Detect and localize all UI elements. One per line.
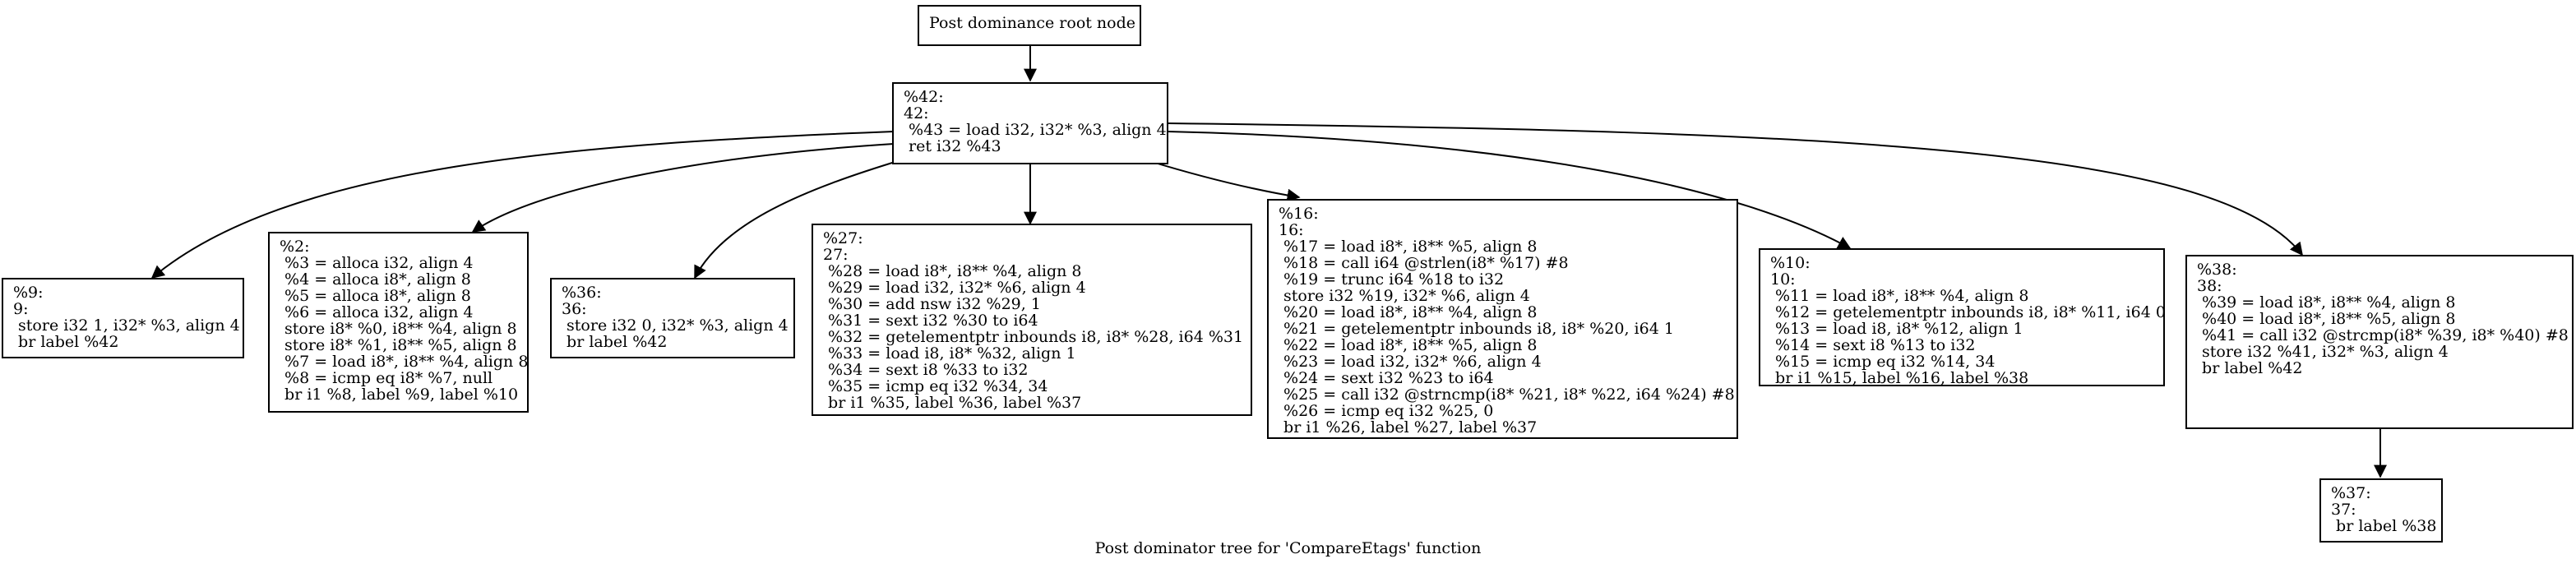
- node-line: %29 = load i32, i32* %6, align 4: [823, 279, 1086, 297]
- node-line: %24 = sext i32 %23 to i64: [1279, 369, 1494, 387]
- node-line: br label %38: [2331, 517, 2437, 535]
- node-line: %37:: [2331, 484, 2371, 502]
- node-line: %20 = load i8*, i8** %4, align 8: [1279, 303, 1538, 321]
- edge-42-to-2: [471, 143, 895, 233]
- node-line: 36:: [562, 300, 587, 318]
- node-line: %41 = call i32 @strcmp(i8* %39, i8* %40)…: [2197, 326, 2569, 344]
- node-line: 37:: [2331, 501, 2356, 519]
- node-line: %31 = sext i32 %30 to i64: [823, 312, 1038, 330]
- node-line: br i1 %26, label %27, label %37: [1279, 418, 1538, 436]
- node-line: br i1 %15, label %16, label %38: [1770, 369, 2029, 386]
- node-line: 38:: [2197, 277, 2222, 295]
- node-line: 27:: [823, 246, 849, 264]
- node-line: %16:: [1279, 205, 1319, 223]
- node-line: %43 = load i32, i32* %3, align 4: [904, 121, 1167, 139]
- node-line: store i8* %1, i8** %5, align 8: [280, 336, 517, 354]
- node-line: br i1 %35, label %36, label %37: [823, 394, 1082, 412]
- node-line: %40 = load i8*, i8** %5, align 8: [2197, 310, 2456, 328]
- node-line: %26 = icmp eq i32 %25, 0: [1279, 402, 1494, 420]
- node-10: %10:10: %11 = load i8*, i8** %4, align 8…: [1759, 248, 2165, 386]
- node-line: store i32 %19, i32* %6, align 4: [1279, 287, 1530, 305]
- node-line: %22 = load i8*, i8** %5, align 8: [1279, 336, 1538, 354]
- node-line: br label %42: [562, 333, 668, 351]
- node-line: %25 = call i32 @strncmp(i8* %21, i8* %22…: [1279, 386, 1735, 404]
- node-line: %21 = getelementptr inbounds i8, i8* %20…: [1279, 320, 1674, 338]
- node-line: %13 = load i8, i8* %12, align 1: [1770, 320, 2023, 338]
- root-node: Post dominance root node: [918, 5, 1141, 46]
- node-line: br label %42: [2197, 359, 2303, 377]
- node-line: 10:: [1770, 270, 1796, 289]
- node-line: %39 = load i8*, i8** %4, align 8: [2197, 293, 2456, 312]
- node-line: %17 = load i8*, i8** %5, align 8: [1279, 238, 1538, 256]
- node-line: ret i32 %43: [904, 137, 1001, 155]
- node-2: %2: %3 = alloca i32, align 4 %4 = alloca…: [268, 232, 529, 413]
- node-line: %32 = getelementptr inbounds i8, i8* %28…: [823, 328, 1244, 346]
- edge-42-to-10: [1167, 131, 1852, 249]
- diagram-caption: Post dominator tree for 'CompareEtags' f…: [1094, 539, 1482, 557]
- node-line: 9:: [13, 300, 29, 318]
- node-line: %15 = icmp eq i32 %14, 34: [1770, 353, 1996, 371]
- node-line: %23 = load i32, i32* %6, align 4: [1279, 353, 1542, 371]
- node-line: store i32 1, i32* %3, align 4: [13, 316, 240, 335]
- node-line: %35 = icmp eq i32 %34, 34: [823, 377, 1048, 395]
- node-line: %27:: [823, 229, 863, 247]
- node-38: %38:38: %39 = load i8*, i8** %4, align 8…: [2185, 255, 2574, 429]
- node-line: %36:: [562, 284, 602, 302]
- node-line: %5 = alloca i8*, align 8: [280, 287, 471, 305]
- node-line: %14 = sext i8 %13 to i32: [1770, 336, 1976, 354]
- node-line: store i32 0, i32* %3, align 4: [562, 316, 789, 335]
- node-9: %9:9: store i32 1, i32* %3, align 4 br l…: [2, 278, 244, 358]
- edge-42-to-36: [694, 159, 901, 279]
- node-line: %2:: [280, 238, 310, 256]
- node-line: %4 = alloca i8*, align 8: [280, 270, 471, 289]
- node-line: br label %42: [13, 333, 119, 351]
- node-42: %42:42: %43 = load i32, i32* %3, align 4…: [892, 82, 1168, 164]
- node-line: %30 = add nsw i32 %29, 1: [823, 295, 1041, 313]
- node-line: %34 = sext i8 %33 to i32: [823, 361, 1029, 379]
- node-line: %9:: [13, 284, 44, 302]
- node-line: br i1 %8, label %9, label %10: [280, 386, 519, 404]
- node-line: %6 = alloca i32, align 4: [280, 303, 474, 321]
- node-27: %27:27: %28 = load i8*, i8** %4, align 8…: [812, 224, 1252, 416]
- node-line: 16:: [1279, 221, 1304, 239]
- node-16: %16:16: %17 = load i8*, i8** %5, align 8…: [1267, 199, 1738, 439]
- node-line: store i8* %0, i8** %4, align 8: [280, 320, 517, 338]
- node-line: %33 = load i8, i8* %32, align 1: [823, 344, 1076, 363]
- node-line: %28 = load i8*, i8** %4, align 8: [823, 262, 1082, 280]
- node-36: %36:36: store i32 0, i32* %3, align 4 br…: [550, 278, 795, 358]
- node-line: %11 = load i8*, i8** %4, align 8: [1770, 287, 2029, 305]
- node-line: %8 = icmp eq i8* %7, null: [280, 369, 493, 387]
- node-line: %19 = trunc i64 %18 to i32: [1279, 270, 1505, 289]
- node-line: store i32 %41, i32* %3, align 4: [2197, 343, 2449, 361]
- node-line: %42:: [904, 88, 944, 106]
- node-line: %3 = alloca i32, align 4: [280, 254, 474, 272]
- node-line: Post dominance root node: [929, 14, 1136, 32]
- edge-42-to-9: [150, 131, 895, 279]
- edge-42-to-38: [1167, 122, 2303, 256]
- edge-42-to-16: [1146, 159, 1301, 202]
- node-line: %18 = call i64 @strlen(i8* %17) #8: [1279, 254, 1569, 272]
- node-line: %38:: [2197, 261, 2237, 279]
- node-line: %7 = load i8*, i8** %4, align 8: [280, 353, 529, 371]
- node-line: 42:: [904, 104, 929, 122]
- node-line: %10:: [1770, 254, 1811, 272]
- node-line: %12 = getelementptr inbounds i8, i8* %11…: [1770, 303, 2165, 321]
- node-37: %37:37: br label %38: [2319, 478, 2443, 543]
